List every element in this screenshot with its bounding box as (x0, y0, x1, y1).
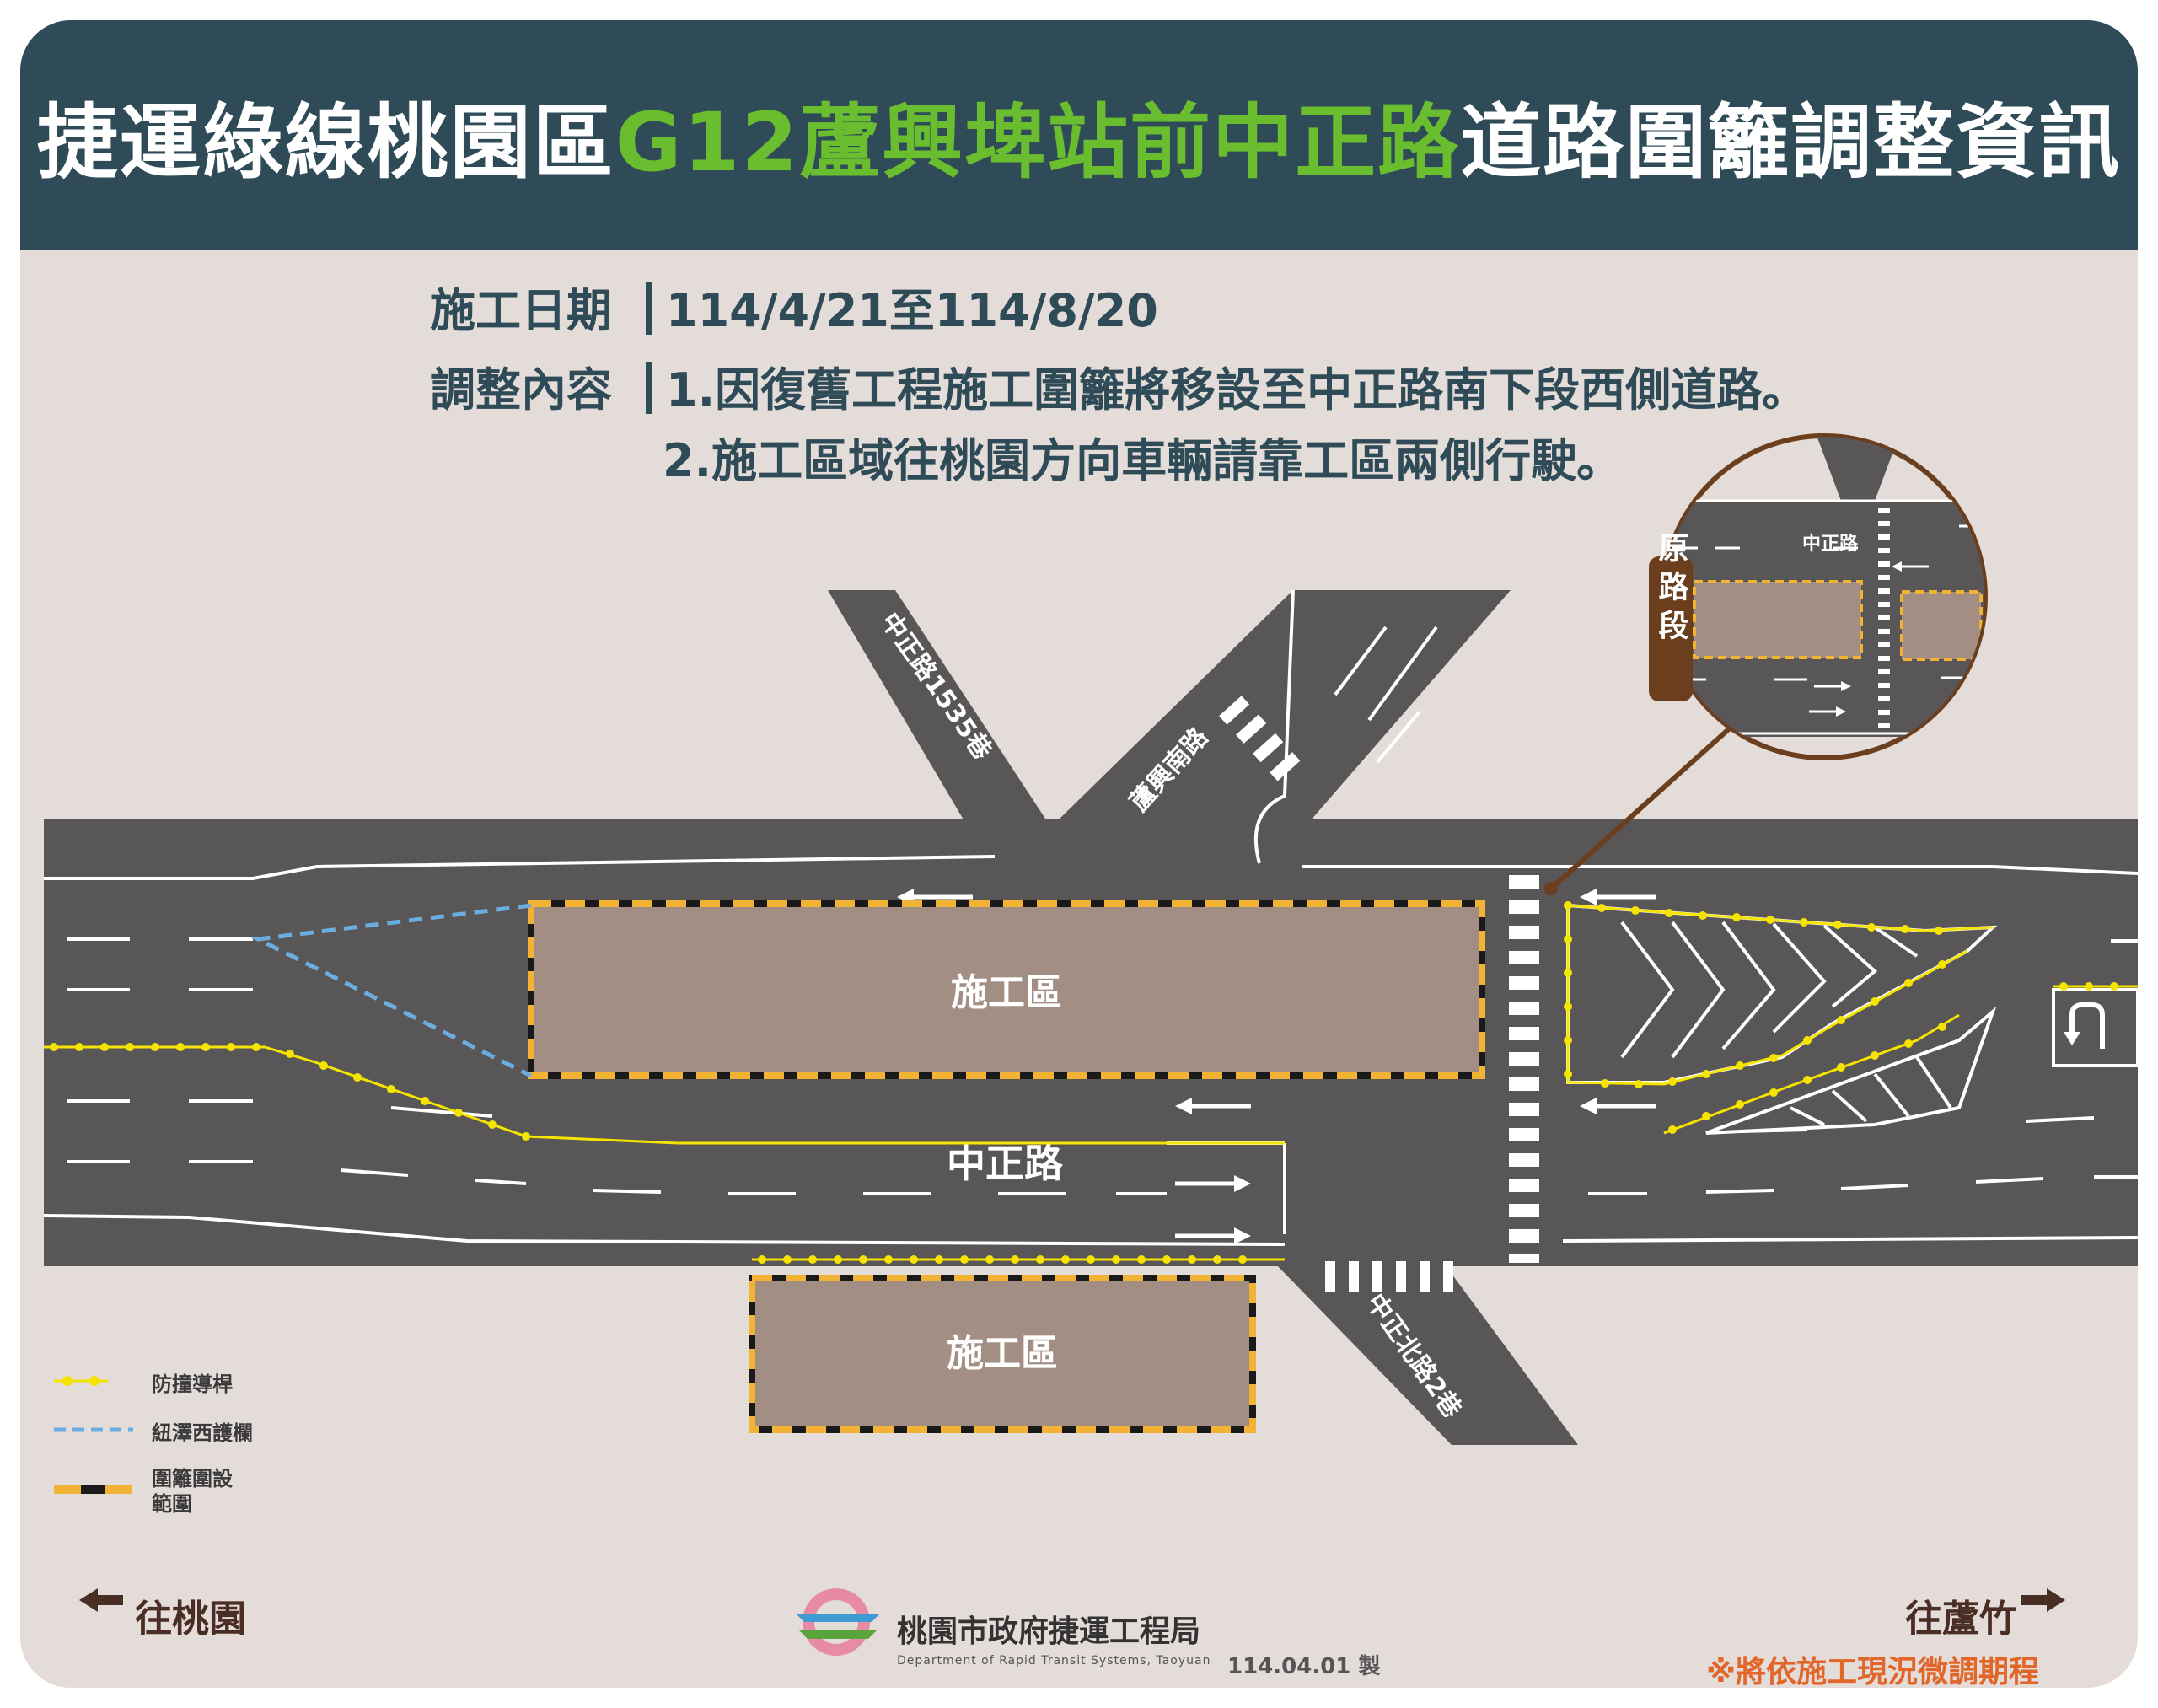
curb-line (1253, 589, 1295, 864)
agency-english: Department of Rapid Transit Systems, Tao… (897, 1654, 1211, 1668)
divider (646, 362, 652, 414)
chevron-markings (1620, 921, 1919, 1059)
crosswalk-bottom (1325, 1261, 1453, 1292)
construction-zone-south (752, 1278, 1253, 1430)
divider (646, 282, 652, 335)
date-row: 施工日期 114/4/21至114/8/20 (430, 273, 1158, 340)
main-road-label: 中正路 (947, 1141, 1064, 1186)
legend-fence-icon (54, 1485, 132, 1494)
jersey-barrier-line (250, 903, 533, 1078)
direction-left-label: 往桃園 (135, 1598, 246, 1641)
corner-curve (1256, 796, 1310, 863)
legend-fence-label-1: 圍籬圍設 (152, 1467, 233, 1490)
crosswalk-top (1219, 696, 1301, 781)
u-turn-box (2052, 988, 2138, 1067)
date-value: 114/4/21至114/8/20 (666, 284, 1158, 337)
construction-zone-main (531, 904, 1482, 1076)
direction-right: 往蘆竹 (1905, 1588, 2016, 1642)
content-label: 調整內容 (430, 363, 612, 416)
construction-zone-label: 施工區 (951, 971, 1062, 1014)
edge-line-top-left (44, 855, 996, 880)
title-highlight: G12蘆興埤站前中正路 (615, 94, 1461, 190)
hatched-island-2 (1705, 1006, 1997, 1135)
crosswalk-main (1509, 875, 1539, 1263)
inset-tag-box (1649, 556, 1693, 701)
legend-bollard-label: 防撞導桿 (152, 1372, 233, 1396)
content-item-2: 2.施工區域往桃園方向車輛請靠工區兩側行駛。 (663, 434, 1623, 487)
diagonal-hatching (1790, 1055, 1952, 1126)
road-luxing-south (1057, 590, 1511, 821)
content-row-2: 2.施工區域往桃園方向車輛請靠工區兩側行駛。 (663, 423, 1622, 490)
content-row: 調整內容 1.因復舊工程施工圍籬將移設至中正路南下段西側道路。 (430, 352, 1807, 419)
u-turn-icon (2069, 1002, 2105, 1049)
direction-left: 往桃園 (135, 1588, 246, 1642)
inset-tag-text: 原路段 (1654, 532, 1689, 648)
metro-logo-icon (796, 1588, 880, 1656)
legend-barrier-label: 紐澤西護欄 (152, 1421, 253, 1445)
road-map: 施工區 施工區 中正路 中正路1535巷 蘆興南路 中正北路2巷 (43, 433, 2138, 1656)
content-item-1: 1.因復舊工程施工圍籬將移設至中正路南下段西側道路。 (666, 363, 1808, 416)
title-prefix: 捷運綠線桃園區 (36, 94, 615, 190)
agency-name: 桃園市政府捷運工程局 (897, 1614, 1201, 1649)
date-label: 施工日期 (430, 284, 612, 337)
road-zhongzheng-north-lane2 (1276, 1265, 1578, 1445)
legend-bollard-icon (54, 1376, 108, 1386)
road-lane-1535 (828, 590, 1047, 821)
diagonal-lane-lines (1334, 626, 1438, 764)
inset-detail: 中正路 (1661, 433, 1988, 760)
title-suffix: 道路圍籬調整資訊 (1460, 94, 2122, 190)
direction-right-label: 往蘆竹 (1905, 1598, 2016, 1641)
inset-callout-line (1549, 724, 1734, 891)
legend-fence-label-2: 範圍 (152, 1492, 192, 1516)
edge-line-bottom-right (1562, 1236, 2138, 1243)
schedule-note: ※將依施工現況微調期程 (1706, 1655, 2039, 1688)
inset-road-label: 中正路 (1802, 533, 1859, 555)
edge-line-bottom-left (43, 1214, 1286, 1246)
construction-zone-label: 施工區 (947, 1332, 1058, 1375)
edge-line-top-right (1302, 865, 2138, 875)
bollard-dots (50, 901, 2118, 1264)
made-date: 114.04.01 製 (1227, 1654, 1381, 1679)
lane-arrows (897, 889, 1656, 1244)
arrow-right-icon (2021, 1588, 2065, 1612)
arrow-left-icon (79, 1588, 123, 1612)
